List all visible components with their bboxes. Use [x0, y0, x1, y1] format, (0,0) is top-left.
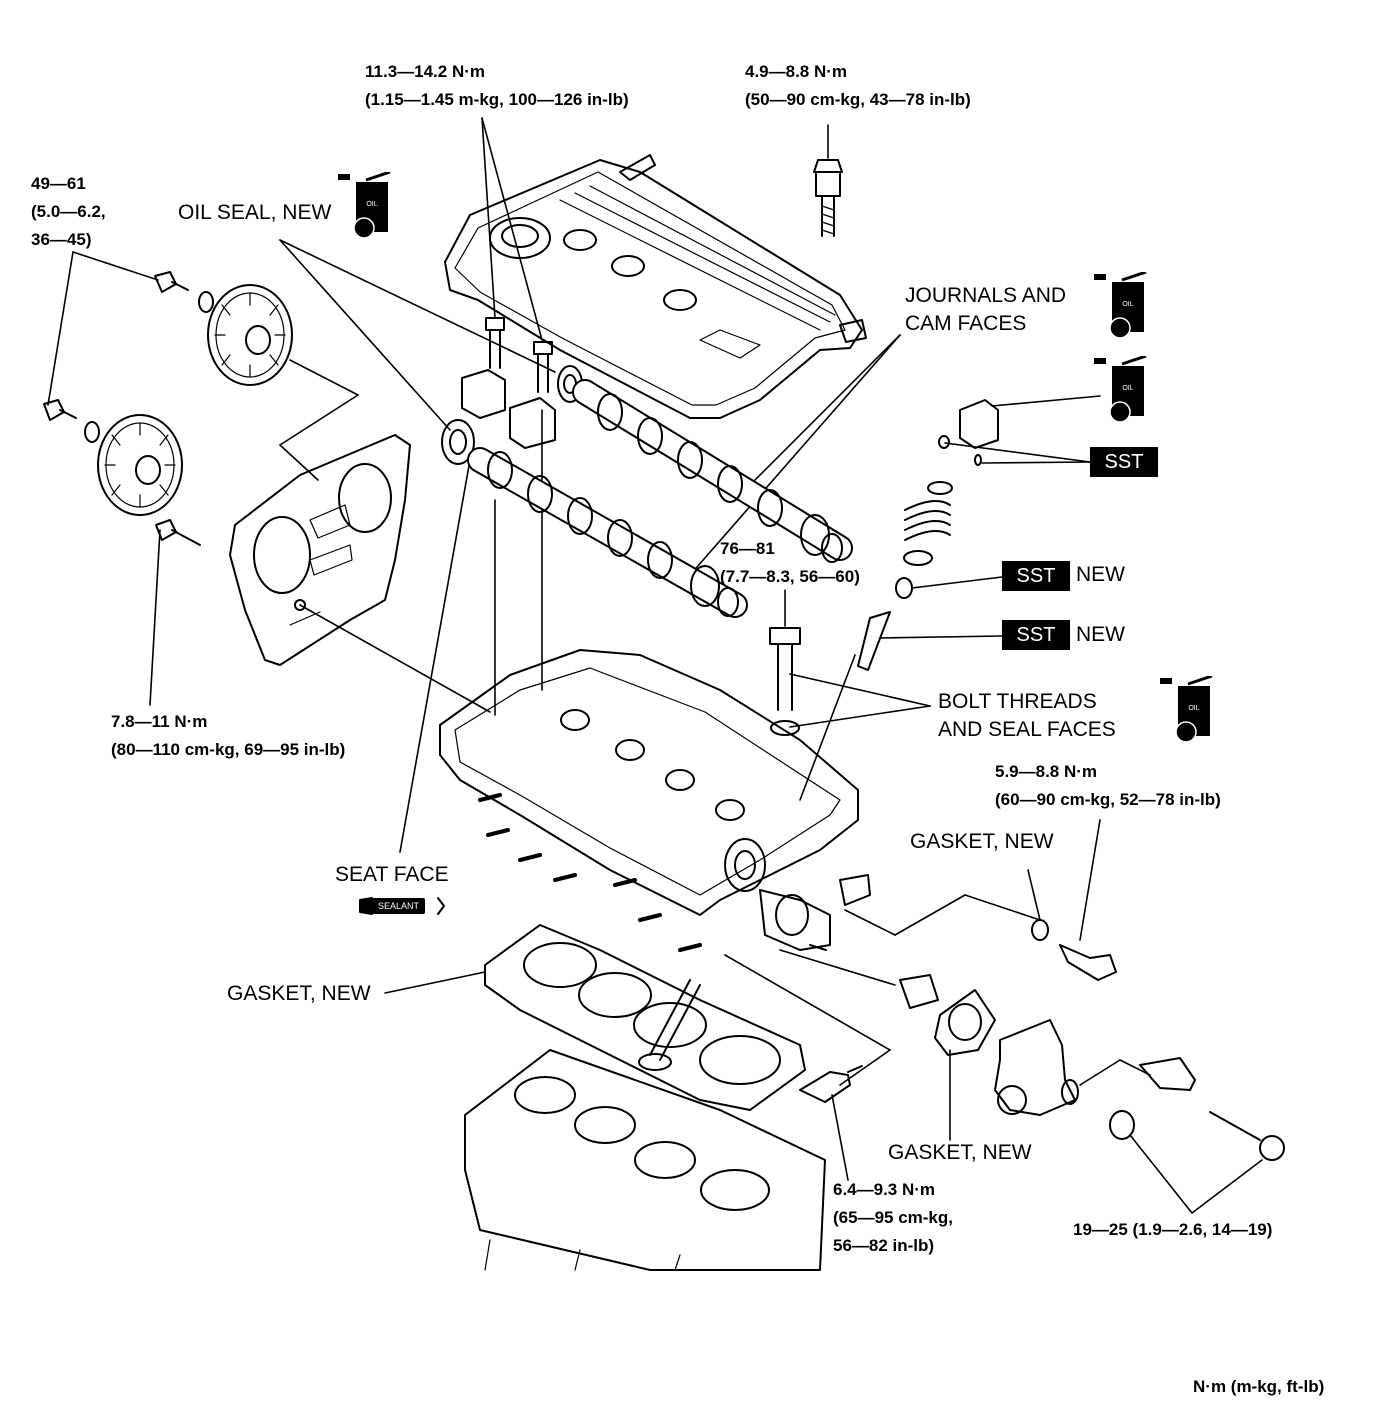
timing-belt-cover [229, 434, 411, 666]
torque-thermostat-bolt: 19—25 (1.9—2.6, 14—19) [1073, 1220, 1273, 1239]
label-journals-2: CAM FACES [905, 312, 1027, 335]
cylinder-head [439, 649, 871, 952]
torque-timing-cover-bolt-nm: 7.8—11 N·m [111, 712, 208, 731]
label-bolt-threads-2: AND SEAL FACES [938, 718, 1116, 741]
sst-tag-2: SST [1002, 561, 1070, 591]
temperature-sensor-bottom [799, 1065, 863, 1103]
torque-cover-stud-nm: 4.9—8.8 N·m [745, 62, 848, 81]
sst-tag-1: SST [1090, 447, 1158, 477]
torque-pulley-bolt-alt1: (5.0—6.2, [31, 202, 106, 221]
sst-tag-3: SST [1002, 620, 1070, 650]
units-legend: N·m (m-kg, ft-lb) [1193, 1377, 1325, 1396]
thermostat-assembly [899, 974, 1285, 1161]
torque-cover-stud-alt: (50—90 cm-kg, 43—78 in-lb) [745, 90, 971, 109]
camshaft-caps [461, 369, 556, 449]
torque-cover-bolt-alt: (1.15—1.45 m-kg, 100—126 in-lb) [365, 90, 629, 109]
torque-pulley-bolt-nm: 49—61 [31, 174, 86, 193]
oil-can-text: OIL [366, 201, 377, 208]
label-oil-seal: OIL SEAL, NEW [178, 201, 332, 224]
label-journals-1: JOURNALS AND [905, 284, 1067, 307]
sealant-tag: SEALANT [372, 898, 426, 914]
camshaft-pulleys [97, 284, 293, 516]
timing-cover-bolt [155, 519, 201, 546]
cam-cap-bolts [485, 317, 553, 393]
torque-sensor-right-nm: 5.9—8.8 N·m [995, 762, 1098, 781]
torque-sensor-bottom-alt2: 56—82 in-lb) [833, 1236, 935, 1255]
head-bolt [769, 627, 801, 736]
label-gasket-right: GASKET, NEW [910, 830, 1054, 853]
oil-can-icon: OIL [1094, 356, 1147, 423]
leader-lines [47, 117, 1263, 1214]
torque-sensor-bottom-alt1: (65—95 cm-kg, [833, 1208, 953, 1227]
valve-components [857, 399, 999, 671]
oil-can-text: OIL [1122, 385, 1133, 392]
label-gasket-bottom: GASKET, NEW [888, 1141, 1032, 1164]
valve [638, 979, 701, 1071]
pulley-bolts [43, 271, 214, 443]
label-new-1: NEW [1076, 563, 1125, 586]
oil-can-icon: OIL [1160, 676, 1213, 743]
oil-can-icon: OIL [338, 172, 391, 239]
torque-sensor-bottom-nm: 6.4—9.3 N·m [833, 1180, 936, 1199]
torque-head-bolt-nm: 76—81 [720, 539, 775, 558]
oil-can-icon: OIL [1094, 272, 1147, 339]
label-seat-face: SEAT FACE [335, 863, 449, 886]
torque-sensor-right-alt: (60—90 cm-kg, 52—78 in-lb) [995, 790, 1221, 809]
torque-pulley-bolt-alt2: 36—45) [31, 230, 92, 249]
cylinder-head-cover [444, 154, 867, 419]
camshafts [467, 379, 853, 618]
torque-head-bolt-alt: (7.7—8.3, 56—60) [720, 567, 860, 586]
label-new-2: NEW [1076, 623, 1125, 646]
head-gasket [484, 924, 806, 1111]
label-gasket-head: GASKET, NEW [227, 982, 371, 1005]
torque-cover-bolt-nm: 11.3—14.2 N·m [365, 62, 486, 81]
oil-can-text: OIL [1122, 301, 1133, 308]
cover-stud [813, 159, 843, 237]
sealant-tube [359, 897, 445, 915]
label-bolt-threads-1: BOLT THREADS [938, 690, 1097, 713]
oil-can-text: OIL [1188, 705, 1199, 712]
torque-timing-cover-bolt-alt: (80—110 cm-kg, 69—95 in-lb) [111, 740, 346, 759]
cylinder-block [464, 1049, 826, 1271]
water-temp-sensor [1031, 919, 1117, 981]
